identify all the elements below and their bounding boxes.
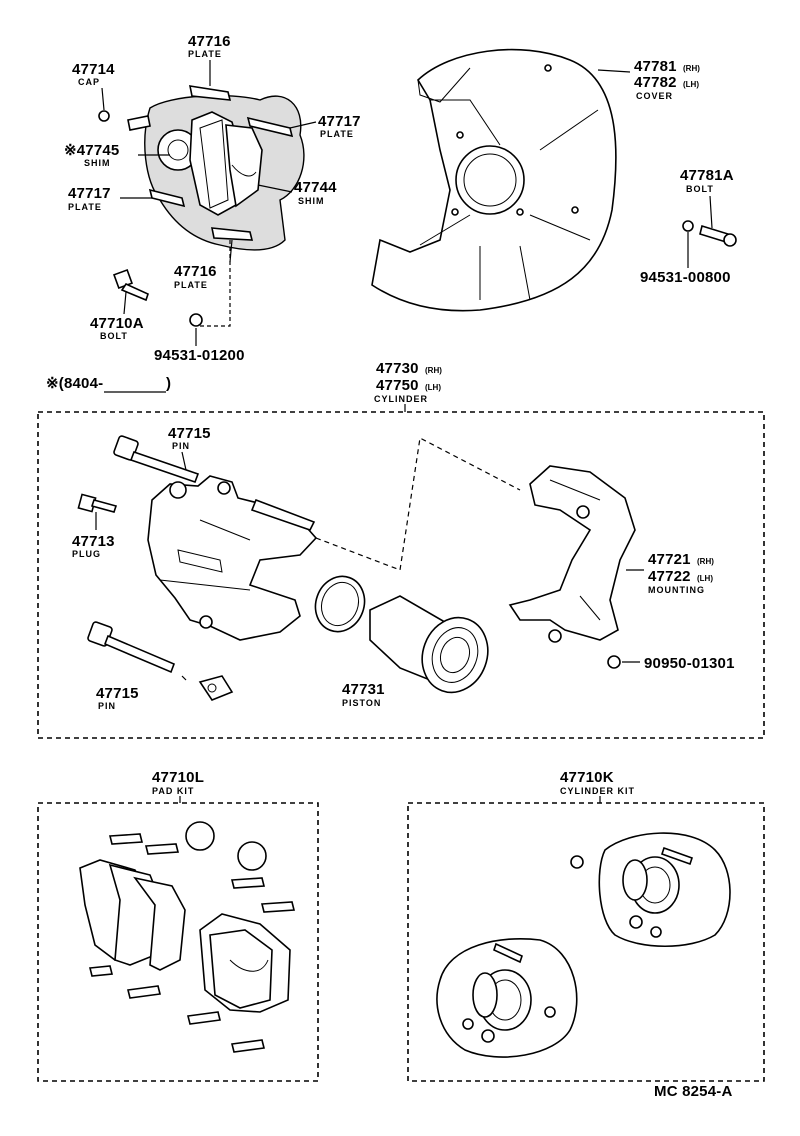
part-label-47716-bot: 47716 PLATE	[174, 239, 233, 290]
svg-text:47781: 47781	[634, 58, 677, 75]
part-label-47781: 47781 (RH) 47782 (LH) COVER	[597, 58, 700, 101]
svg-text:SHIM: SHIM	[298, 196, 325, 206]
part-label-47710L: 47710L PAD KIT	[152, 769, 204, 803]
pad-kit-box	[37, 802, 319, 1082]
svg-text:47715: 47715	[96, 685, 139, 702]
part-label-90950-01301: 90950-01301	[622, 655, 735, 672]
part-label-47731: 47731 PISTON	[342, 681, 385, 708]
part-label-47715-bot: 47715 PIN	[96, 675, 187, 711]
svg-text:CYLINDER KIT: CYLINDER KIT	[560, 786, 635, 796]
part-label-47721: 47721 (RH) 47722 (LH) MOUNTING	[626, 551, 714, 595]
svg-text:BOLT: BOLT	[100, 331, 128, 341]
bolt-47781A	[682, 220, 737, 247]
svg-text:47710K: 47710K	[560, 769, 614, 786]
svg-text:(LH): (LH)	[697, 574, 713, 583]
cylinder-kit-illustration	[436, 832, 731, 1058]
svg-text:(RH): (RH)	[425, 366, 442, 375]
part-label-47710A: 47710A BOLT	[90, 291, 144, 341]
svg-text:47721: 47721	[648, 551, 691, 568]
caliper-cylinder-illustration	[147, 475, 318, 641]
part-label-47714: 47714 CAP	[72, 61, 115, 111]
svg-text:CYLINDER: CYLINDER	[374, 394, 428, 404]
svg-text:(LH): (LH)	[683, 80, 699, 89]
svg-text:COVER: COVER	[636, 91, 673, 101]
svg-text:PISTON: PISTON	[342, 698, 381, 708]
svg-text:47781A: 47781A	[680, 167, 734, 184]
part-label-94531-00800: 94531-00800	[640, 232, 731, 286]
washer-94531-01200	[189, 240, 231, 327]
svg-text:(LH): (LH)	[425, 383, 441, 392]
svg-text:PLATE: PLATE	[320, 129, 354, 139]
svg-text:47730: 47730	[376, 360, 419, 377]
svg-text:PAD KIT: PAD KIT	[152, 786, 194, 796]
svg-text:※(8404-: ※(8404-	[46, 375, 103, 392]
boot-part	[198, 675, 234, 701]
part-label-47717-top: 47717 PLATE	[289, 113, 361, 139]
part-label-47744: 47744 SHIM	[257, 179, 337, 206]
svg-text:(RH): (RH)	[697, 557, 714, 566]
svg-text:47716: 47716	[174, 263, 217, 280]
piston-47731	[369, 595, 489, 694]
svg-text:94531-01200: 94531-01200	[154, 347, 245, 364]
svg-text:CAP: CAP	[78, 77, 100, 87]
svg-text:PLATE: PLATE	[68, 202, 102, 212]
piston-seal	[314, 575, 366, 633]
svg-text:47750: 47750	[376, 377, 419, 394]
svg-text:47710L: 47710L	[152, 769, 204, 786]
part-label-47710K: 47710K CYLINDER KIT	[560, 769, 635, 803]
part-label-47781A: 47781A BOLT	[680, 167, 734, 229]
cylinder-group-box	[37, 411, 765, 739]
footer-code: MC 8254-A	[654, 1083, 733, 1100]
svg-text:PIN: PIN	[172, 441, 190, 451]
svg-text:MOUNTING: MOUNTING	[648, 585, 705, 595]
part-label-47715-top: 47715 PIN	[168, 425, 211, 471]
svg-text:PLATE: PLATE	[188, 49, 222, 59]
svg-text:47714: 47714	[72, 61, 115, 78]
svg-text:47717: 47717	[318, 113, 361, 130]
svg-text:): )	[166, 375, 171, 392]
part-label-47716-top: 47716 PLATE	[188, 33, 231, 86]
part-label-47717-mid: 47717 PLATE	[68, 185, 152, 212]
svg-text:SHIM: SHIM	[84, 158, 111, 168]
guide-pin-top	[113, 435, 200, 484]
svg-text:47713: 47713	[72, 533, 115, 550]
svg-text:(RH): (RH)	[683, 64, 700, 73]
date-note: ※(8404- )	[46, 375, 171, 393]
svg-text:※47745: ※47745	[64, 142, 119, 159]
part-label-94531-01200: 94531-01200	[154, 328, 245, 364]
svg-text:90950-01301: 90950-01301	[644, 655, 735, 672]
dust-cover-illustration	[371, 48, 617, 312]
svg-text:47710A: 47710A	[90, 315, 144, 332]
part-label-47713: 47713 PLUG	[72, 512, 115, 559]
svg-text:MC 8254-A: MC 8254-A	[654, 1083, 733, 1100]
plug-47713	[77, 493, 118, 513]
svg-text:47744: 47744	[294, 179, 337, 196]
svg-text:47715: 47715	[168, 425, 211, 442]
guide-pin-bottom	[87, 621, 176, 674]
svg-text:PLATE: PLATE	[174, 280, 208, 290]
svg-text:PLUG: PLUG	[72, 549, 101, 559]
svg-text:47717: 47717	[68, 185, 111, 202]
svg-text:47731: 47731	[342, 681, 385, 698]
mounting-bracket-illustration	[508, 465, 636, 669]
cylinder-kit-box	[407, 802, 765, 1082]
pad-kit-illustration	[79, 821, 296, 1053]
svg-text:BOLT: BOLT	[686, 184, 714, 194]
bolt-47710A	[113, 269, 149, 302]
svg-text:94531-00800: 94531-00800	[640, 269, 731, 286]
svg-text:PIN: PIN	[98, 701, 116, 711]
svg-text:47722: 47722	[648, 568, 691, 585]
part-label-47745: ※47745 SHIM	[64, 142, 170, 168]
pad-assembly-illustration	[98, 85, 305, 251]
svg-text:47782: 47782	[634, 74, 677, 91]
svg-text:47716: 47716	[188, 33, 231, 50]
part-label-47730: 47730 (RH) 47750 (LH) CYLINDER	[374, 360, 442, 412]
